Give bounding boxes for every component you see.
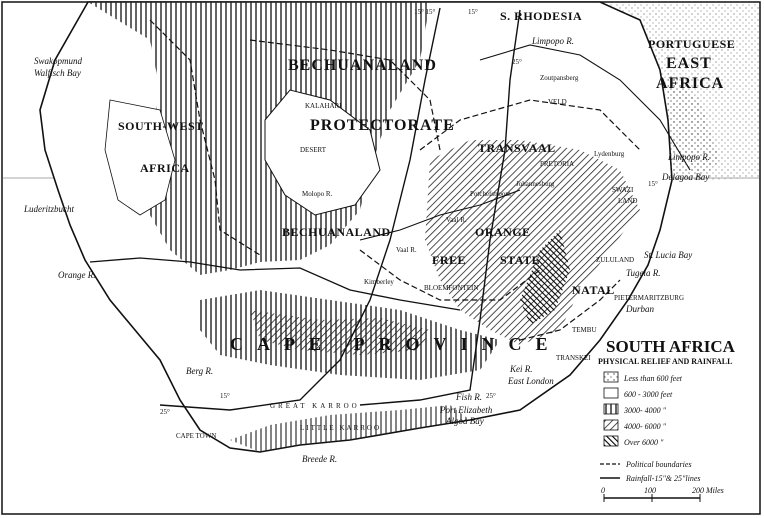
legend-item-over-6000: Over 6000 " bbox=[624, 438, 664, 447]
label-desert: DESERT bbox=[300, 146, 327, 154]
southern-coast-belt bbox=[230, 405, 470, 452]
legend-political: Political boundaries bbox=[625, 460, 692, 469]
deg-15-mid: 15° 15° bbox=[414, 8, 436, 16]
place-johannesburg: Johannesburg bbox=[516, 180, 555, 188]
place-walfisch: Walfisch Bay bbox=[34, 68, 81, 78]
legend-item-3000-4000: 3000- 4000 " bbox=[623, 406, 667, 415]
scale-label-0: 0 bbox=[601, 486, 605, 495]
place-veld: VELD bbox=[548, 98, 567, 106]
place-swakopmund: Swakopmund bbox=[34, 56, 82, 66]
place-zoutpansberg: Zoutpansberg bbox=[540, 74, 579, 82]
label-sw-africa-2: AFRICA bbox=[140, 161, 190, 175]
label-transkei: TRANSKEI bbox=[556, 354, 591, 362]
place-potchefstroom: Potchefstroom bbox=[470, 190, 511, 198]
place-st-lucia: St. Lucia Bay bbox=[644, 250, 692, 260]
place-lydenburg: Lydenburg bbox=[594, 150, 625, 158]
sw-africa-white bbox=[104, 99, 176, 216]
legend: SOUTH AFRICA PHYSICAL RELIEF AND RAINFAL… bbox=[598, 337, 736, 502]
place-kei: Kei R. bbox=[509, 364, 533, 374]
kalahari-desert bbox=[264, 89, 381, 216]
scale-label-200: 200 Miles bbox=[692, 486, 724, 495]
legend-swatch-over-6000 bbox=[603, 435, 619, 447]
boundary-transvaal bbox=[419, 99, 641, 151]
legend-title: SOUTH AFRICA bbox=[606, 337, 736, 356]
place-east-london: East London bbox=[507, 376, 554, 386]
boundary-orange-free-state bbox=[359, 249, 541, 301]
label-tembuland: TEMBU bbox=[572, 326, 597, 334]
label-sw-africa-1: SOUTH-WEST bbox=[118, 119, 204, 133]
place-tugela: Tugela R. bbox=[626, 268, 661, 278]
deg-25-low: 25° bbox=[486, 392, 496, 400]
label-bechuanaland-top: BECHUANALAND bbox=[288, 57, 437, 74]
place-luderitz: Luderitzbucht bbox=[23, 204, 75, 214]
label-little-karroo: LITTLE KARROO bbox=[300, 424, 381, 432]
karroo-mountains bbox=[250, 310, 430, 355]
rainfall-line-25 bbox=[359, 9, 521, 406]
place-port-elizabeth: Port Elizabeth bbox=[439, 405, 493, 415]
place-berg: Berg R. bbox=[186, 366, 213, 376]
place-breede: Breede R. bbox=[302, 454, 337, 464]
place-limpopo-top: Limpopo R. bbox=[531, 36, 574, 46]
place-fish: Fish R. bbox=[455, 392, 482, 402]
label-bechuanaland-low: BECHUANALAND bbox=[282, 225, 391, 239]
drakensberg-peaks bbox=[520, 230, 570, 325]
label-great-karroo: GREAT KARROO bbox=[270, 402, 360, 410]
label-portuguese-1: PORTUGUESE bbox=[648, 37, 735, 51]
legend-item-4000-6000: 4000- 6000 " bbox=[624, 422, 667, 431]
label-natal: NATAL bbox=[572, 283, 615, 297]
label-protectorate: PROTECTORATE bbox=[310, 117, 455, 134]
place-kimberley: Kimberley bbox=[364, 278, 394, 286]
place-bloemfontein: BLOEMFONTEIN bbox=[424, 284, 478, 292]
deg-15-low: 15° bbox=[220, 392, 230, 400]
place-limpopo-right: Limpopo R. bbox=[667, 152, 710, 162]
rainfall-line-15 bbox=[159, 7, 441, 411]
legend-swatch-3000-4000 bbox=[603, 403, 619, 415]
label-zululand: ZULULAND bbox=[596, 256, 634, 264]
label-land: LAND bbox=[618, 197, 637, 205]
label-orange: ORANGE bbox=[475, 225, 531, 239]
legend-item-600-3000: 600 - 3000 feet bbox=[624, 390, 673, 399]
legend-item-lt-600: Less than 600 feet bbox=[623, 374, 683, 383]
deg-25-top: 25° bbox=[512, 58, 522, 66]
place-vaal: Vaal R. bbox=[446, 216, 467, 224]
legend-swatch-lt-600 bbox=[603, 371, 619, 383]
label-portuguese-2: EAST bbox=[666, 55, 712, 72]
highveld bbox=[425, 140, 640, 345]
place-cape-town: CAPE TOWN bbox=[176, 432, 216, 440]
deg-25-left: 25° bbox=[160, 408, 170, 416]
label-swazi: SWAZI bbox=[612, 186, 634, 194]
legend-swatch-600-3000 bbox=[603, 387, 619, 399]
label-cape: CAPE PROVINCE bbox=[230, 334, 562, 354]
place-durban: Durban bbox=[625, 304, 655, 314]
limpopo-river bbox=[479, 44, 691, 171]
boundary-natal bbox=[519, 279, 621, 341]
legend-subtitle: PHYSICAL RELIEF AND RAINFALL bbox=[598, 357, 732, 366]
place-delagoa: Delagoa Bay bbox=[661, 172, 709, 182]
deg-15-top: 15° bbox=[468, 8, 478, 16]
place-algoa: Algoa Bay bbox=[445, 416, 484, 426]
place-pretoria: PRETORIA bbox=[540, 160, 574, 168]
label-free: FREE bbox=[432, 253, 466, 267]
label-transvaal: TRANSVAAL bbox=[478, 141, 556, 155]
deg-15-right: 15° bbox=[648, 180, 658, 188]
place-pietermaritzburg: PIETERMARITZBURG bbox=[614, 294, 684, 302]
place-orange-r: Orange R. bbox=[58, 270, 96, 280]
legend-rainfall: Rainfall-15"& 25"lines bbox=[625, 474, 701, 483]
legend-swatch-4000-6000 bbox=[603, 419, 619, 431]
place-vaal2: Vaal R. bbox=[396, 246, 417, 254]
place-molopo: Molopo R. bbox=[302, 190, 333, 198]
label-kalahari: KALAHARI bbox=[305, 102, 342, 110]
label-portuguese-3: AFRICA bbox=[656, 75, 724, 92]
boundary-sw-africa bbox=[149, 19, 261, 256]
portuguese-east-africa bbox=[600, 2, 760, 180]
vaal-river bbox=[359, 189, 521, 241]
label-rhodesia: S. RHODESIA bbox=[500, 9, 582, 23]
label-state: STATE bbox=[500, 253, 540, 267]
scale-label-100: 100 bbox=[644, 486, 656, 495]
orange-river bbox=[89, 257, 461, 311]
